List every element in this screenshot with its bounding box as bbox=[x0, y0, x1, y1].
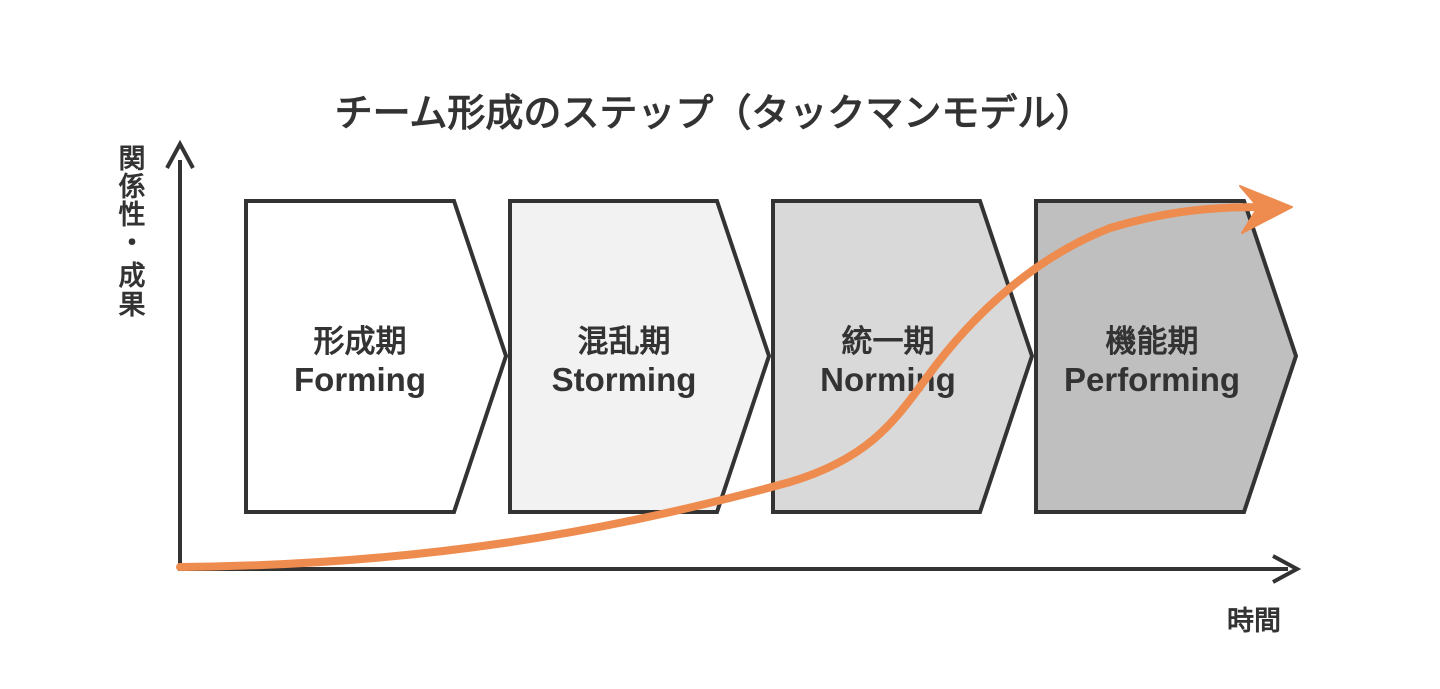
stage-2-name-en: Storming bbox=[552, 361, 697, 398]
stage-1-name-en: Forming bbox=[294, 361, 426, 398]
stage-3: 統一期 Norming bbox=[771, 199, 1035, 514]
stage-1-shape bbox=[244, 199, 509, 514]
y-axis-label-char: 係 bbox=[119, 172, 146, 203]
growth-curve-arrowhead bbox=[1239, 185, 1293, 234]
stage-2-name: 混乱期 bbox=[578, 324, 671, 360]
y-axis-label-char: 果 bbox=[119, 290, 146, 321]
stage-4-name: 機能期 bbox=[1106, 324, 1199, 360]
y-axis-label-char: 性 bbox=[119, 200, 146, 231]
x-axis-label: 時間 bbox=[1227, 606, 1281, 637]
diagram-title: チーム形成のステップ（タックマンモデル） bbox=[335, 91, 1094, 135]
growth-curve bbox=[176, 203, 1266, 571]
y-axis-arrowhead bbox=[165, 139, 195, 169]
stage-3-shape bbox=[771, 199, 1035, 514]
stage-1-name: 形成期 bbox=[314, 324, 407, 360]
stage-4-name-en: Performing bbox=[1064, 361, 1240, 398]
stage-2-shape bbox=[508, 199, 772, 514]
y-axis-label: 関 係 性 ・ 成 果 bbox=[119, 144, 146, 321]
stage-4: 機能期 Performing bbox=[1034, 199, 1299, 514]
y-axis-label-char: ・ bbox=[119, 228, 146, 259]
stage-3-name: 統一期 bbox=[842, 324, 935, 360]
stage-1: 形成期 Forming bbox=[244, 199, 509, 514]
y-axis-label-char: 成 bbox=[119, 261, 146, 292]
y-axis-label-char: 関 bbox=[119, 144, 146, 175]
x-axis-arrowhead bbox=[1272, 554, 1302, 584]
stage-4-shape bbox=[1034, 199, 1299, 514]
stage-2: 混乱期 Storming bbox=[508, 199, 772, 514]
